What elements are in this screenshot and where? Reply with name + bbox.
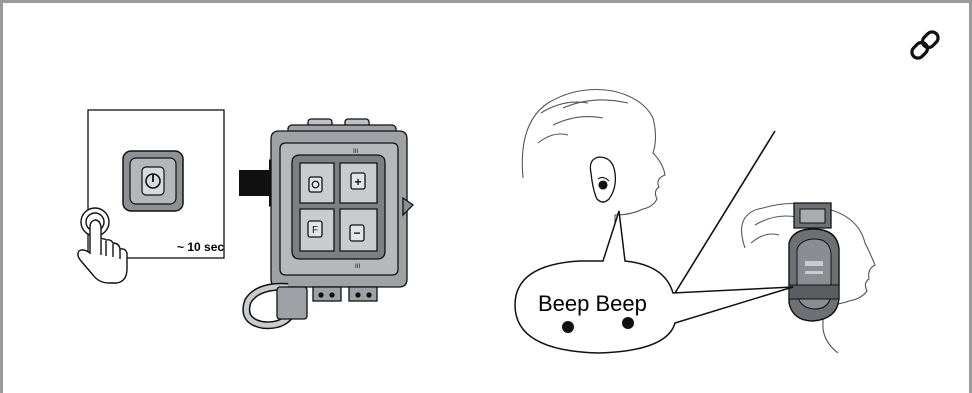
beep-dot-1 xyxy=(562,321,574,333)
svg-text:F: F xyxy=(312,225,318,236)
device-plus-button[interactable]: + xyxy=(339,162,378,204)
svg-text:−: − xyxy=(353,226,360,240)
divider-line xyxy=(674,130,776,294)
beep-label: Beep Beep xyxy=(538,291,647,316)
control-unit-device: III III + F − xyxy=(242,118,415,330)
hand-press-icon xyxy=(77,207,128,284)
device-function-button[interactable]: F xyxy=(299,208,335,252)
top-mark: III xyxy=(353,148,359,155)
head-headset-illustration xyxy=(741,202,876,354)
duration-label: ~ 10 sec xyxy=(177,240,224,254)
svg-text:+: + xyxy=(354,175,361,189)
device-minus-button[interactable]: − xyxy=(339,208,378,252)
link-icon[interactable] xyxy=(909,29,940,60)
bottom-mark: III xyxy=(355,263,361,270)
press-instruction-box: ~ 10 sec xyxy=(77,109,225,284)
beep-dot-2 xyxy=(622,317,634,329)
beep-speech-bubble: Beep Beep xyxy=(514,210,794,354)
device-power-button[interactable] xyxy=(299,162,335,204)
head-ear-illustration xyxy=(521,88,666,262)
power-button-icon xyxy=(122,150,184,212)
